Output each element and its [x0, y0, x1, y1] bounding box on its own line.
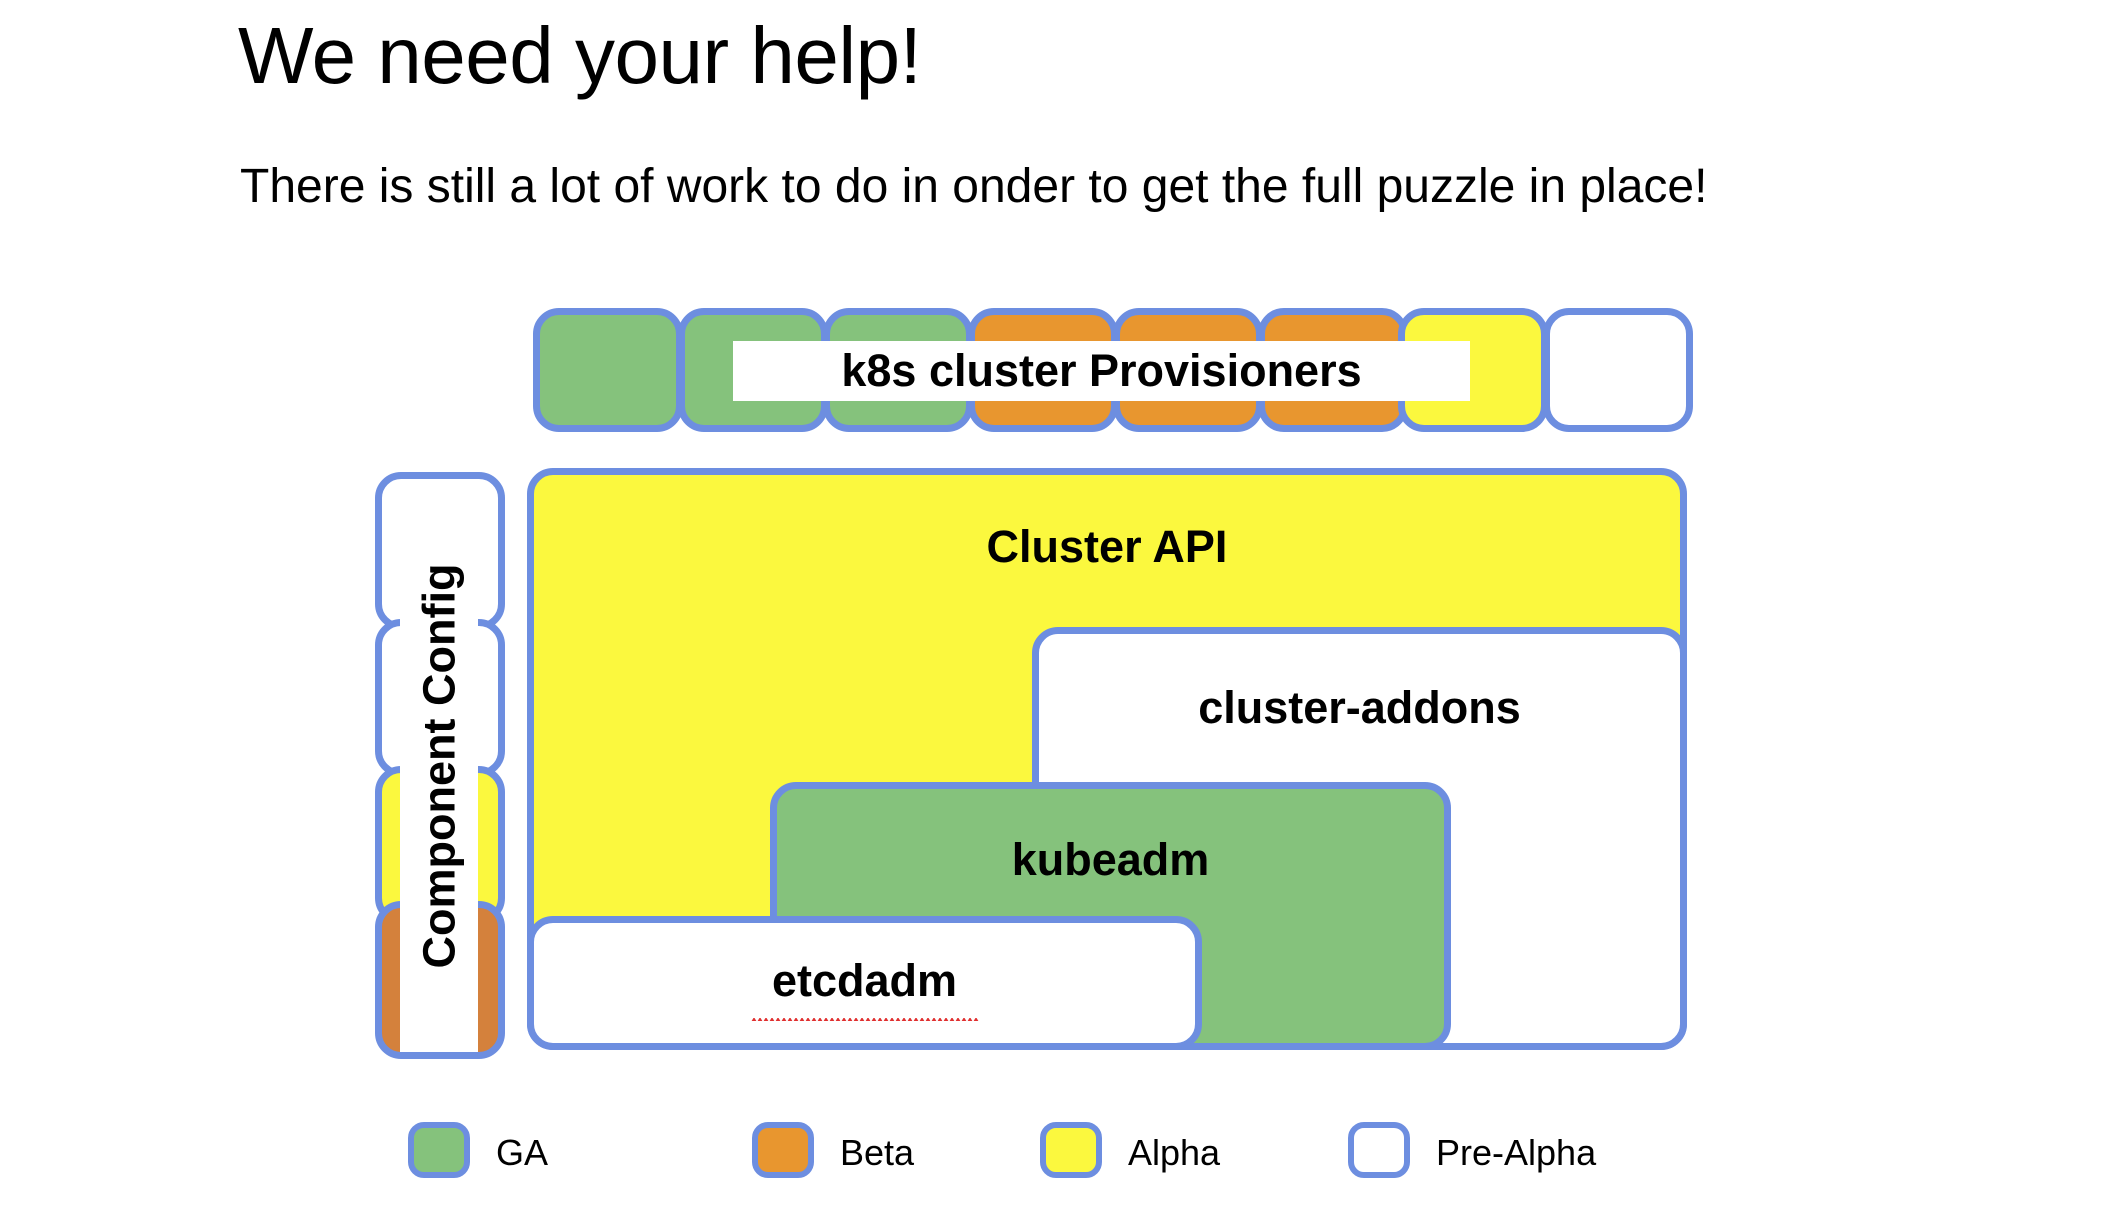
legend-ga-label: GA: [496, 1132, 549, 1173]
component-config-label-text: Component Config: [413, 563, 465, 969]
legend-prealpha-label: Pre-Alpha: [1436, 1132, 1597, 1173]
spellcheck-underline-icon: [751, 1013, 979, 1021]
page-title: We need your help!: [238, 11, 922, 100]
provisioner-8[interactable]: [1543, 308, 1693, 432]
legend-alpha-swatch: [1040, 1122, 1102, 1178]
box-etcdadm[interactable]: etcdadm: [527, 916, 1202, 1050]
provisioner-row-label: k8s cluster Provisioners: [733, 341, 1470, 401]
box-cluster-addons-label: cluster-addons: [1198, 682, 1521, 733]
legend-alpha-label: Alpha: [1128, 1132, 1221, 1173]
component-config-label: Component Config: [400, 480, 478, 1052]
box-kubeadm-label: kubeadm: [1011, 834, 1210, 885]
box-cluster-api-label: Cluster API: [986, 521, 1228, 572]
legend-beta-swatch: [752, 1122, 814, 1178]
legend-ga-swatch: [408, 1122, 470, 1178]
legend-prealpha-swatch: [1348, 1122, 1410, 1178]
box-etcdadm-label: etcdadm: [771, 955, 958, 1006]
provisioner-1[interactable]: [533, 308, 683, 432]
legend-beta-label: Beta: [840, 1132, 915, 1173]
page-subtitle: There is still a lot of work to do in on…: [240, 160, 1708, 213]
